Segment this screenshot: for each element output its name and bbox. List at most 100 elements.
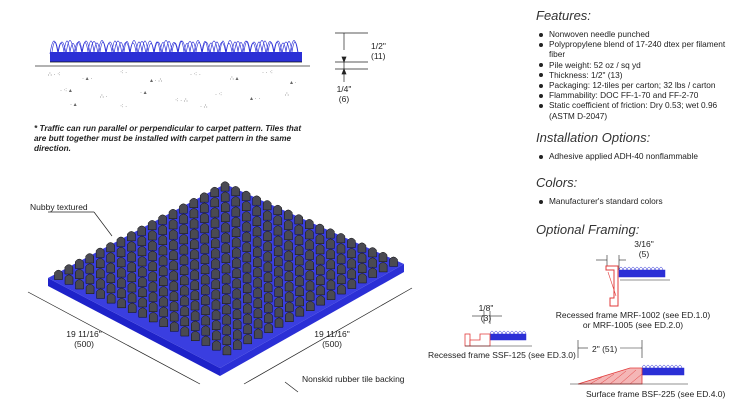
nub-texture (232, 267, 241, 278)
nub-texture (189, 208, 199, 219)
nub-texture (148, 230, 157, 241)
tile-dim-left-in: 19 11/16" (66, 329, 102, 339)
nub-texture (220, 191, 230, 202)
svg-text:▴ · ·: ▴ · · (250, 96, 260, 102)
nub-texture (241, 190, 251, 201)
nub-texture (274, 297, 284, 308)
nub-texture (264, 302, 273, 313)
nub-texture (243, 293, 252, 304)
ssf-dim: 1/8" (3) (472, 303, 500, 323)
feature-item: Polypropylene blend of 17-240 dtex per f… (536, 39, 726, 59)
nub-texture (211, 299, 221, 310)
installation-section: Installation Options: Adhesive applied A… (536, 130, 726, 161)
nub-texture (201, 284, 210, 295)
nub-texture (159, 296, 168, 307)
tile-dim-left: 19 11/16" (500) (54, 329, 114, 349)
nub-texture (368, 247, 377, 258)
nub-texture (285, 311, 294, 322)
nub-texture (284, 219, 293, 230)
nub-texture (221, 201, 230, 212)
nub-texture (200, 233, 209, 244)
nub-texture (305, 300, 315, 311)
nub-texture (221, 253, 231, 264)
nub-texture (285, 301, 294, 312)
nub-texture (253, 287, 262, 298)
framing-heading: Optional Framing: (536, 222, 640, 237)
nub-texture (158, 255, 168, 266)
features-list: Nonwoven needle punched Polypropylene bl… (536, 29, 726, 121)
nub-texture (189, 197, 199, 208)
mrf-caption-1: Recessed frame MRF-1002 (see ED.1.0) (555, 310, 711, 320)
nub-texture (326, 248, 335, 259)
nub-texture (179, 234, 189, 245)
nub-texture (294, 214, 304, 225)
nub-texture (169, 280, 179, 291)
nub-texture (232, 329, 242, 340)
nub-texture (253, 297, 263, 308)
nub-texture (137, 256, 147, 267)
nub-texture (273, 204, 282, 215)
nub-texture (159, 275, 168, 286)
nub-texture (180, 316, 189, 327)
nub-texture (95, 257, 105, 268)
colors-list: Manufacturer's standard colors (536, 196, 726, 206)
nub-texture (200, 264, 210, 275)
nub-texture (389, 256, 398, 267)
nub-texture (158, 235, 168, 246)
nub-texture (137, 246, 147, 257)
nub-texture (232, 288, 242, 299)
nub-texture (242, 241, 251, 252)
nub-texture (243, 323, 252, 334)
nub-texture (378, 262, 388, 273)
nub-texture (231, 196, 240, 207)
nub-texture (190, 259, 199, 270)
nub-texture (96, 288, 105, 299)
nub-texture (315, 233, 325, 244)
nub-texture (200, 243, 210, 254)
nub-texture (274, 317, 284, 328)
nub-texture (170, 321, 179, 332)
nub-texture (252, 246, 262, 257)
nub-texture (221, 212, 230, 223)
nub-texture (253, 256, 262, 267)
nub-texture (232, 298, 242, 309)
nub-texture (222, 324, 231, 335)
nub-texture (316, 264, 325, 275)
nub-texture (127, 261, 136, 272)
nub-texture (159, 306, 168, 317)
nub-texture (85, 273, 95, 284)
svg-text:· ▴: · ▴ (140, 90, 147, 96)
nub-texture (347, 258, 356, 269)
nub-texture (232, 278, 241, 289)
nub-texture (222, 345, 232, 356)
nub-texture (127, 302, 137, 313)
ssf-caption: Recessed frame SSF-125 (see ED.3.0) (428, 350, 576, 360)
nub-texture (358, 273, 367, 284)
nub-texture (127, 231, 136, 242)
nub-texture (148, 291, 158, 302)
nub-texture (305, 239, 314, 250)
mrf-caption-2: or MRF-1005 (see ED.2.0) (582, 320, 684, 330)
nub-texture (190, 269, 199, 280)
feature-item: Static coefficient of friction: Dry 0.53… (536, 100, 726, 121)
nub-texture (315, 223, 325, 234)
nub-texture (199, 192, 209, 203)
nub-texture (316, 295, 325, 306)
mrf-caption: Recessed frame MRF-1002 (see ED.1.0) or … (548, 310, 718, 330)
nub-texture (191, 331, 200, 342)
nub-texture (106, 242, 115, 253)
nub-texture (336, 253, 346, 264)
nub-texture (96, 278, 105, 289)
nub-texture (263, 210, 272, 221)
nub-texture (305, 259, 315, 270)
colors-section: Colors: Manufacturer's standard colors (536, 175, 726, 206)
nub-texture (180, 285, 189, 296)
nub-texture (211, 258, 220, 269)
nub-texture (189, 218, 199, 229)
nub-texture (210, 207, 220, 218)
nub-texture (148, 250, 157, 261)
nub-texture (211, 279, 220, 290)
nub-texture (274, 266, 283, 277)
nub-texture (274, 276, 283, 287)
nub-texture (316, 274, 325, 285)
